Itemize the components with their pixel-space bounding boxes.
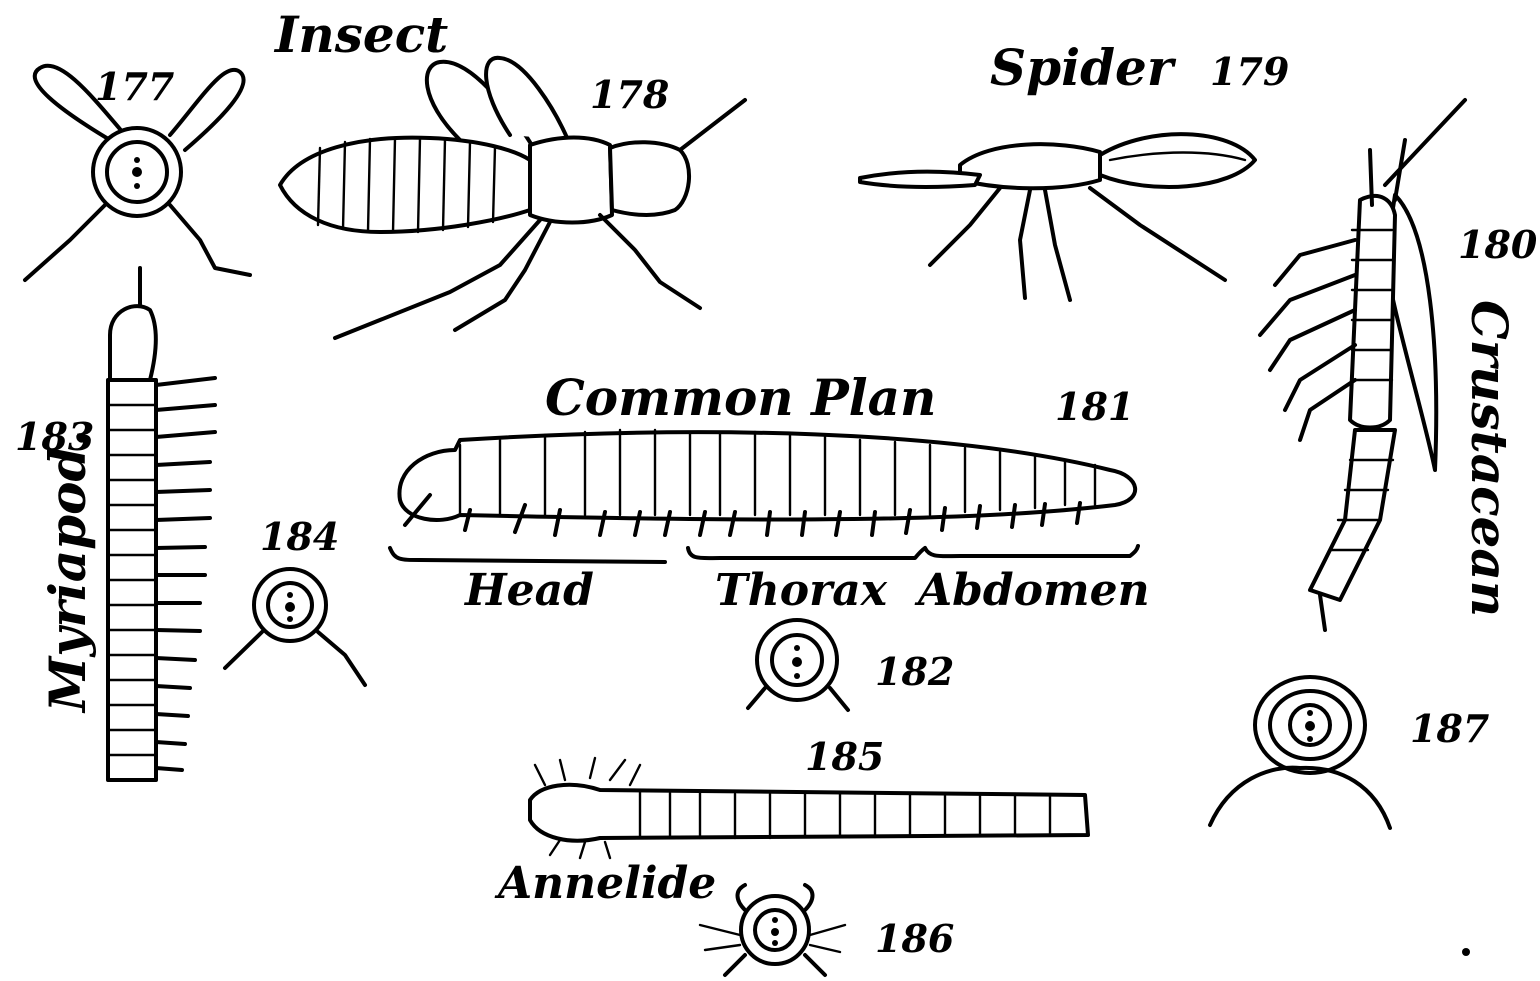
figure-number-177: 177	[95, 64, 174, 109]
label-thorax: Thorax	[715, 565, 888, 616]
figure-number-185: 185	[805, 734, 884, 779]
fig-186-annelide-section	[700, 885, 845, 975]
fig-182-common-section	[748, 620, 848, 710]
label-myriapod: Myriapod.	[38, 429, 97, 714]
fig-179-spider	[860, 134, 1255, 300]
stray-dot	[1462, 948, 1470, 956]
label-insect: Insect	[273, 5, 448, 64]
fig-178-insect	[280, 58, 745, 338]
figure-number-184: 184	[260, 514, 339, 559]
figure-number-187: 187	[1410, 706, 1489, 751]
label-abdomen: Abdomen	[914, 565, 1150, 616]
fig-184-myriapod-section	[225, 569, 365, 685]
figure-number-180: 180	[1458, 222, 1538, 267]
fig-183-myriapod	[108, 268, 215, 780]
figure-number-181: 181	[1055, 384, 1134, 429]
fig-187-crustacean-section	[1210, 677, 1390, 828]
fig-180-crustacean	[1260, 100, 1465, 630]
figure-number-178: 178	[590, 72, 669, 117]
label-annelide: Annelide	[494, 858, 716, 909]
label-common-plan: Common Plan	[545, 368, 936, 427]
fig-181-common-plan	[390, 430, 1138, 562]
figure-number-182: 182	[875, 649, 954, 694]
figure-number-179: 179	[1210, 49, 1289, 94]
figure-number-186: 186	[875, 916, 954, 961]
label-crustacean: Crustacean	[1460, 300, 1519, 617]
label-head: Head	[463, 565, 594, 616]
label-spider: Spider	[990, 38, 1177, 97]
